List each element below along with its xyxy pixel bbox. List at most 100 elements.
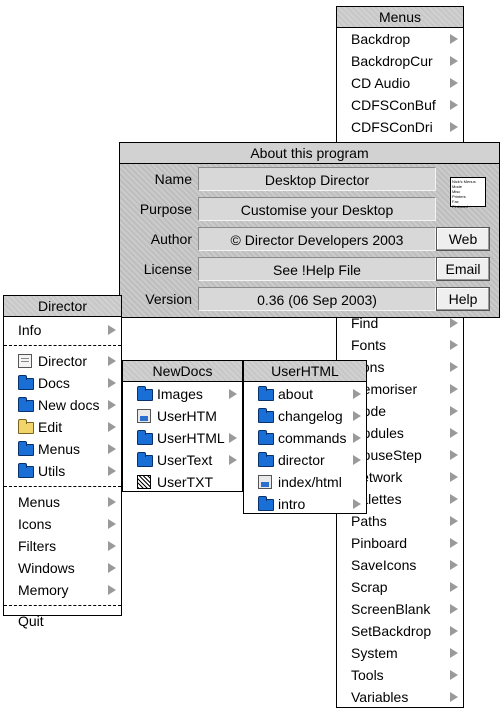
menu-item-pinboard[interactable]: Pinboard (337, 532, 463, 554)
menu-item-backdropcur[interactable]: BackdropCur (337, 50, 463, 72)
menu-item-index-html[interactable]: index/html (244, 471, 366, 493)
menu-item-cdfsconbuf[interactable]: CDFSConBuf (337, 94, 463, 116)
menu-item-userhtm[interactable]: UserHTM (123, 405, 242, 427)
folder-icon (137, 386, 153, 402)
submenu-arrow-icon (229, 433, 237, 443)
menu-item-saveicons[interactable]: SaveIcons (337, 554, 463, 576)
menu-item-commands[interactable]: commands (244, 427, 366, 449)
menu-item-quit[interactable]: Quit (4, 610, 121, 632)
menu-item-paths[interactable]: Paths (337, 510, 463, 532)
submenu-arrow-icon (108, 519, 116, 529)
menu-item-filters[interactable]: Filters (4, 535, 121, 557)
menu-item-menus[interactable]: Menus (4, 438, 121, 460)
submenu-arrow-icon (450, 692, 458, 702)
menu-item-windows[interactable]: Windows (4, 557, 121, 579)
menu-item-label: Icons (18, 516, 52, 532)
folder-icon (258, 496, 274, 512)
menu-item-scrap[interactable]: Scrap (337, 576, 463, 598)
menu-item-label: Memory (18, 582, 69, 598)
menu-item-system[interactable]: System (337, 642, 463, 664)
menu-item-mousestep[interactable]: MouseStep (337, 444, 463, 466)
menu-item-screenblank[interactable]: ScreenBlank (337, 598, 463, 620)
folder-icon (18, 441, 34, 457)
submenu-arrow-icon (450, 384, 458, 394)
submenu-arrow-icon (450, 582, 458, 592)
menu-item-label: Quit (18, 613, 44, 629)
menu-item-label: Images (157, 386, 203, 402)
menu-item-label: Tools (351, 667, 384, 683)
submenu-arrow-icon (353, 433, 361, 443)
thumbnail-line: Mode (452, 184, 463, 189)
menu-item-label: Find (351, 315, 379, 331)
menu-item-fonts[interactable]: Fonts (337, 334, 463, 356)
license-field: See !Help File (198, 257, 436, 281)
menu-item-label: Paths (351, 513, 387, 529)
email-button[interactable]: Email (436, 257, 490, 281)
submenu-arrow-icon (450, 516, 458, 526)
menu-separator (4, 345, 121, 346)
menu-item-images[interactable]: Images (123, 383, 242, 405)
menu-item-usertext[interactable]: UserText (123, 449, 242, 471)
menu-item-label: Fonts (351, 337, 387, 353)
thumbnail-line: Misc (452, 189, 461, 194)
folder-icon (258, 386, 274, 402)
director-app-icon (18, 354, 34, 369)
menu-item-director[interactable]: director (244, 449, 366, 471)
menu-item-usertxt[interactable]: UserTXT (123, 471, 242, 493)
menu-item-label: Director (38, 353, 88, 369)
menu-item-label: Menus (38, 441, 81, 457)
menu-item-label: ScreenBlank (351, 601, 431, 617)
web-button[interactable]: Web (436, 227, 490, 251)
menu-item-docs[interactable]: Docs (4, 372, 121, 394)
submenu-arrow-icon (450, 670, 458, 680)
name-label: Name (154, 171, 192, 187)
about-dialog: About this program Name Desktop Director… (119, 142, 500, 318)
menu-item-label: Docs (38, 375, 70, 391)
submenu-arrow-icon (108, 497, 116, 507)
submenu-arrow-icon (353, 499, 361, 509)
menu-item-backdrop[interactable]: Backdrop (337, 28, 463, 50)
submenu-arrow-icon (450, 34, 458, 44)
folder-icon (18, 375, 34, 391)
html-file-icon (258, 475, 274, 490)
version-label: Version (145, 291, 192, 307)
menu-item-label: UserHTM (157, 408, 217, 424)
menu-item-label: Filters (18, 538, 57, 554)
folder-icon (137, 430, 153, 446)
menu-item-label: Windows (18, 560, 75, 576)
menu-item-menus[interactable]: Menus (4, 491, 121, 513)
menu-item-variables[interactable]: Variables (337, 686, 463, 708)
submenu-arrow-icon (353, 455, 361, 465)
menu-item-cd-audio[interactable]: CD Audio (337, 72, 463, 94)
menu-item-memory[interactable]: Memory (4, 579, 121, 601)
submenu-arrow-icon (108, 585, 116, 595)
menu-item-userhtml[interactable]: UserHTML (123, 427, 242, 449)
menu-item-label: BackdropCur (351, 53, 433, 69)
html-file-icon (137, 409, 153, 424)
menu-item-label: Utils (38, 463, 66, 479)
menu-item-utils[interactable]: Utils (4, 460, 121, 482)
menu-item-label: UserText (157, 452, 213, 468)
menu-item-info[interactable]: Info (4, 319, 121, 341)
menu-item-icons[interactable]: Icons (4, 513, 121, 535)
menu-item-about[interactable]: about (244, 383, 366, 405)
name-field: Desktop Director (198, 167, 436, 191)
about-dialog-title: About this program (120, 143, 499, 164)
menu-item-memoriser[interactable]: Memoriser (337, 378, 463, 400)
menu-item-setbackdrop[interactable]: SetBackdrop (337, 620, 463, 642)
menu-item-new-docs[interactable]: New docs (4, 394, 121, 416)
menu-item-label: changelog (278, 408, 343, 424)
newdocs-menu-title: NewDocs (123, 361, 242, 382)
menu-item-edit[interactable]: Edit (4, 416, 121, 438)
author-label: Author (150, 231, 192, 247)
menu-item-intro[interactable]: intro (244, 493, 366, 515)
menu-item-find[interactable]: Find (337, 312, 463, 334)
menu-item-changelog[interactable]: changelog (244, 405, 366, 427)
menu-item-cdfscondri[interactable]: CDFSConDri (337, 116, 463, 138)
help-button[interactable]: Help (436, 287, 490, 311)
menu-item-tools[interactable]: Tools (337, 664, 463, 686)
menu-item-director[interactable]: Director (4, 350, 121, 372)
thumbnail-line: Fax (452, 199, 459, 204)
